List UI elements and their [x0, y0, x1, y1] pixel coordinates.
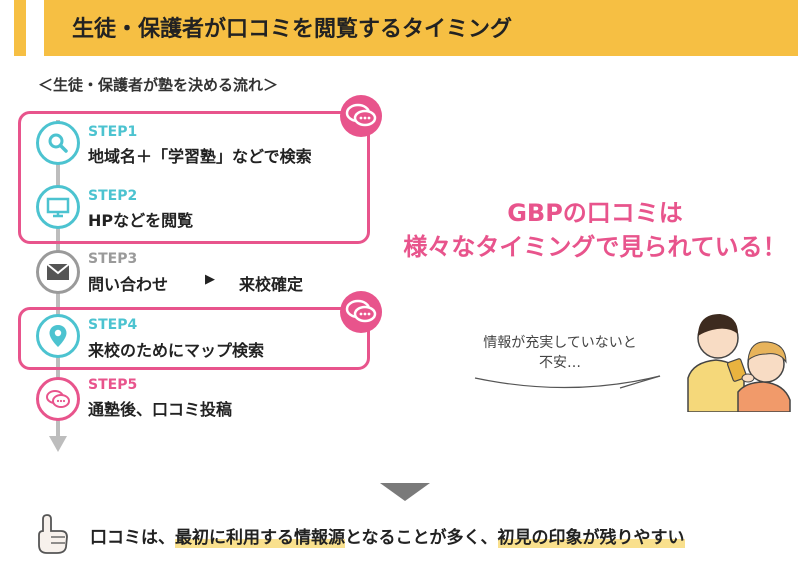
step3-text-a: 問い合わせ [88, 275, 169, 294]
step3-text-b: 来校確定 [239, 275, 304, 294]
highlight-line1: GBPの口コミは [507, 199, 683, 227]
bottom-part3: となることが多く、 [345, 528, 498, 548]
highlight-box-step1-2 [18, 111, 370, 244]
highlight-box-step4 [18, 307, 370, 370]
step4-label: STEP4 [88, 317, 138, 333]
timeline-arrow [49, 436, 67, 452]
pointing-hand-icon [38, 514, 68, 554]
speech-line1: 情報が充実していないと [483, 335, 637, 351]
monitor-icon [36, 185, 80, 229]
bottom-highlight2: 初見の印象が残りやすい [497, 528, 685, 548]
page-title: 生徒・保護者が口コミを閲覧するタイミング [72, 17, 513, 42]
speech-text: 情報が充実していないと 不安… [455, 333, 665, 373]
chat-badge-icon [340, 291, 382, 333]
title-bar [44, 0, 798, 56]
speech-bubble-line [474, 375, 661, 389]
highlight-line2: 様々なタイミングで見られている！ [403, 233, 787, 261]
parent-child-illustration [687, 314, 791, 412]
step4-text: 来校のためにマップ検索 [88, 341, 265, 360]
search-icon [36, 121, 80, 165]
bottom-part1: 口コミは、 [90, 528, 175, 548]
speech-line2: 不安… [539, 355, 581, 371]
title-accent-bar [14, 0, 26, 56]
mail-icon [36, 250, 80, 294]
flow-title: ＜生徒・保護者が塾を決める流れ＞ [38, 76, 279, 94]
down-arrow-icon [380, 483, 430, 501]
chat-badge-icon [340, 95, 382, 137]
chat-bubble-icon [36, 377, 80, 421]
step3-label: STEP3 [88, 251, 138, 267]
bottom-summary: 口コミは、最初に利用する情報源となることが多く、初見の印象が残りやすい [90, 523, 685, 548]
step2-label: STEP2 [88, 188, 138, 204]
step2-text: HPなどを閲覧 [88, 211, 194, 230]
bottom-highlight1: 最初に利用する情報源 [175, 528, 345, 548]
step3-arrow-icon: ▶ [205, 272, 215, 287]
highlight-message: GBPの口コミは 様々なタイミングで見られている！ [400, 196, 790, 264]
map-pin-icon [36, 314, 80, 358]
step5-text: 通塾後、口コミ投稿 [88, 400, 233, 419]
step1-text: 地域名＋「学習塾」などで検索 [88, 147, 312, 166]
step1-label: STEP1 [88, 124, 138, 140]
step5-label: STEP5 [88, 377, 138, 393]
